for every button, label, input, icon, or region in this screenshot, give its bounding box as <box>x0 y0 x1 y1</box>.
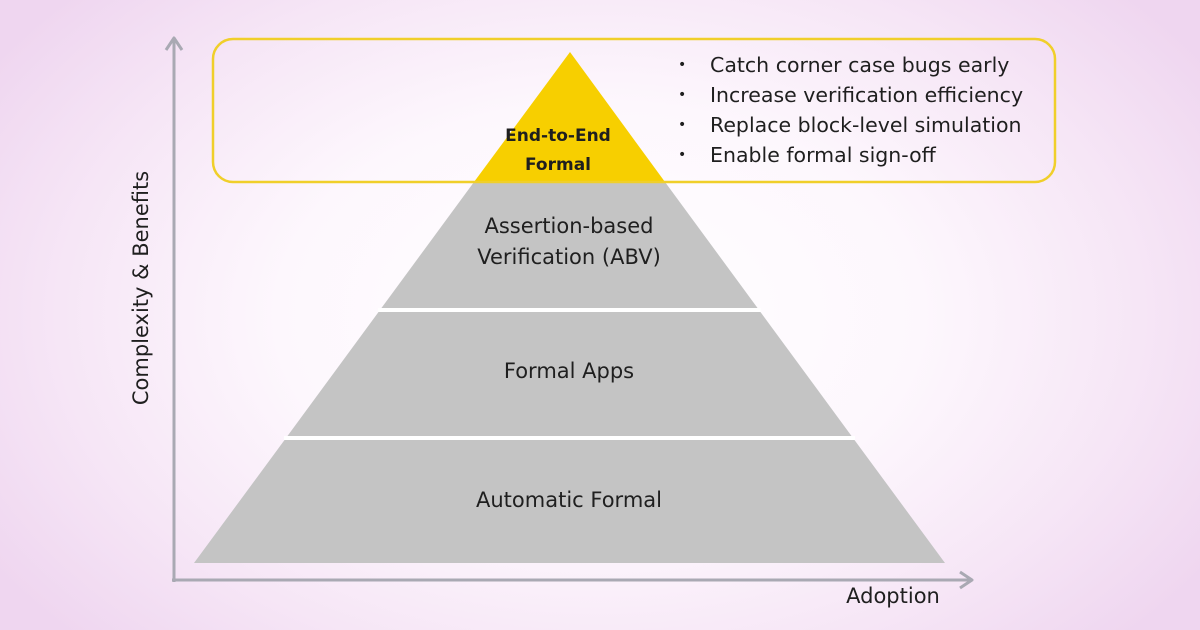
top-label-line2: Formal <box>525 155 591 175</box>
y-axis-label: Complexity & Benefits <box>129 171 153 405</box>
pyramid-tier-abv <box>380 182 759 310</box>
benefit-item: Catch corner case bugs early <box>676 50 1023 80</box>
top-label-line1: End-to-End <box>505 126 611 146</box>
benefit-item: Replace block-level simulation <box>676 110 1023 140</box>
abv-label-line2: Verification (ABV) <box>477 245 661 269</box>
x-axis-arrowhead <box>959 570 974 590</box>
benefit-item: Enable formal sign-off <box>676 140 1023 170</box>
callout-box <box>211 37 1057 184</box>
pyramid-tier-automatic-formal <box>194 438 945 563</box>
automatic-formal-label: Automatic Formal <box>476 488 662 512</box>
pyramid-tier-formal-apps <box>286 310 853 438</box>
abv-label-line1: Assertion-based <box>485 214 654 238</box>
pyramid <box>194 52 945 563</box>
benefit-item: Increase verification efficiency <box>676 80 1023 110</box>
y-axis-arrowhead <box>164 36 184 51</box>
pyramid-top-end-to-end-formal <box>474 52 665 182</box>
x-axis-label: Adoption <box>846 584 940 608</box>
formal-apps-label: Formal Apps <box>504 359 634 383</box>
axes <box>164 36 974 590</box>
benefits-list: Catch corner case bugs early Increase ve… <box>676 50 1023 170</box>
